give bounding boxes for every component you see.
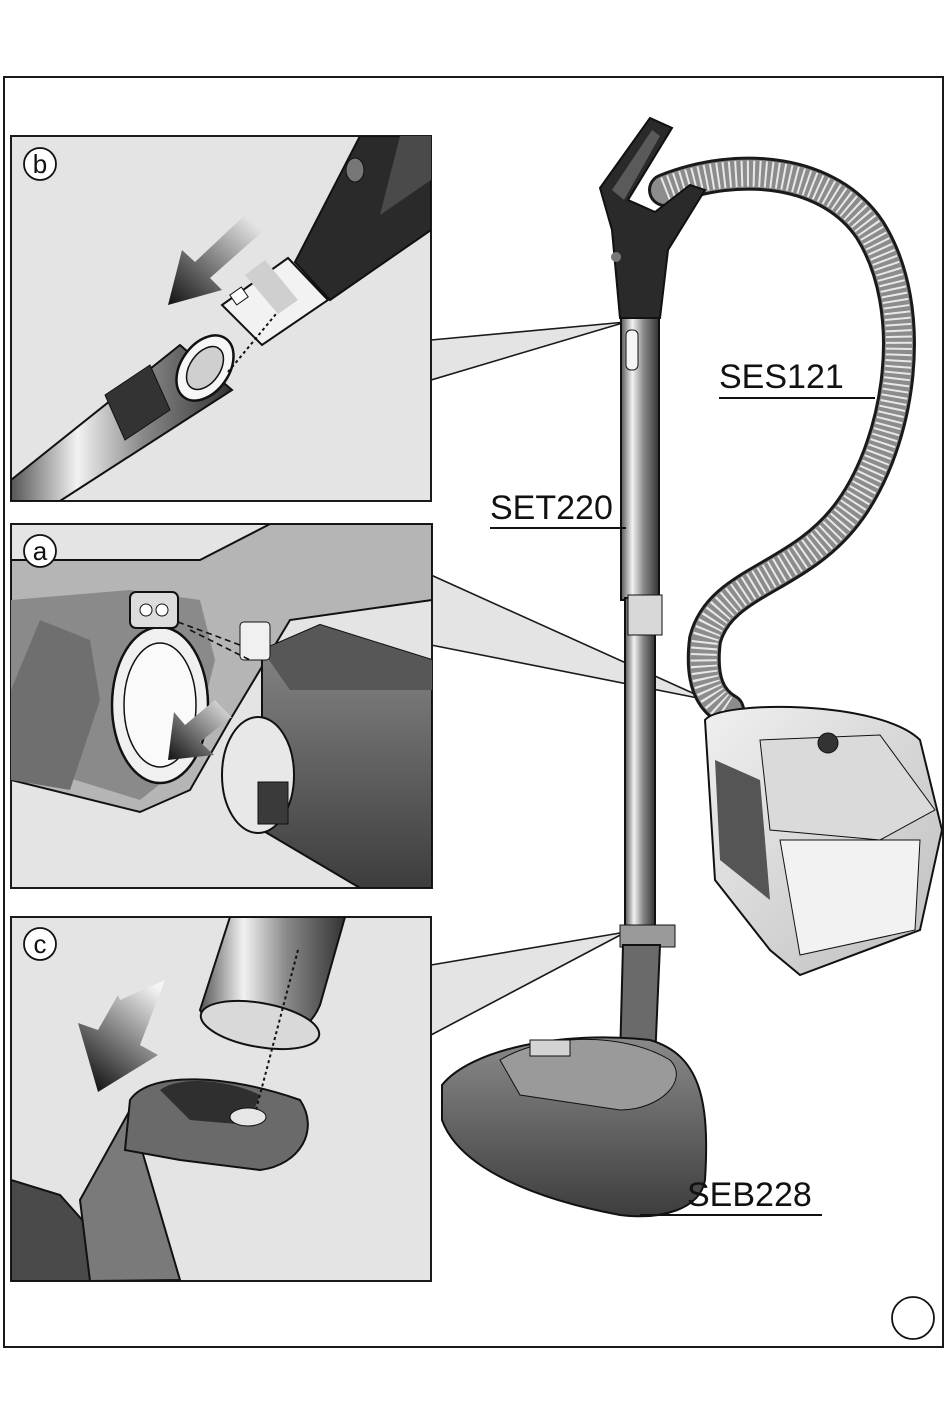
label-hose-text: SES121 <box>719 358 844 396</box>
detail-panel-a: a <box>11 524 432 888</box>
label-hose: SES121 <box>719 358 875 398</box>
page-marker <box>892 1297 934 1339</box>
badge-b-label: b <box>33 149 47 179</box>
detail-panel-c: c <box>11 917 431 1281</box>
label-wand: SET220 <box>490 489 626 528</box>
label-floorhead-text: SEB228 <box>687 1176 812 1214</box>
badge-a-label: a <box>33 536 48 566</box>
badge-c-label: c <box>34 929 47 959</box>
callout-wedge-a <box>431 575 708 700</box>
callout-wedge-b <box>431 322 626 380</box>
label-wand-text: SET220 <box>490 489 613 527</box>
vacuum-cleaner <box>442 118 942 1216</box>
callout-wedge-c <box>431 932 626 1035</box>
detail-panel-b: b <box>11 136 431 501</box>
